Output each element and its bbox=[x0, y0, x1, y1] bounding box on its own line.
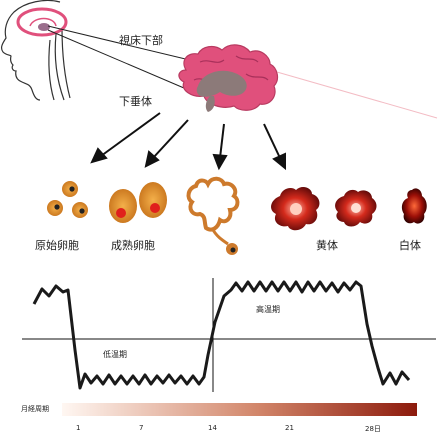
corpus-albicans bbox=[401, 188, 427, 224]
brain-in-head bbox=[16, 7, 68, 37]
pointer-lines bbox=[47, 25, 438, 119]
high-temperature-phase-label: 高温期 bbox=[256, 305, 280, 314]
corpus-luteum-late bbox=[335, 189, 377, 227]
day-tick-label: 7 bbox=[139, 424, 144, 432]
menstrual-cycle-label: 月経周期 bbox=[21, 405, 49, 413]
day-tick-label: 1 bbox=[76, 424, 81, 432]
corpus-luteum bbox=[271, 187, 320, 231]
ovulating-follicle bbox=[186, 176, 240, 255]
primordial-follicles bbox=[47, 181, 88, 218]
pituitary-label: 下垂体 bbox=[119, 95, 152, 108]
brain-illustration bbox=[178, 44, 279, 112]
stage-label-corpus-luteum: 黄体 bbox=[316, 239, 338, 252]
day-tick-label: 28日 bbox=[365, 425, 381, 433]
stage-label-corpus-albicans: 白体 bbox=[399, 239, 421, 252]
stage-label-mature-follicle: 成熟卵胞 bbox=[111, 239, 155, 252]
hypothalamus-label: 視床下部 bbox=[119, 34, 163, 47]
head-illustration bbox=[0, 0, 71, 101]
day-tick-label: 14 bbox=[208, 424, 217, 432]
arrows bbox=[90, 112, 286, 171]
menstrual-cycle-bar bbox=[62, 403, 417, 416]
temperature-chart bbox=[22, 278, 436, 392]
mature-follicles bbox=[109, 182, 167, 223]
low-temperature-phase-label: 低温期 bbox=[103, 350, 127, 359]
stage-label-primordial-follicle: 原始卵胞 bbox=[35, 239, 79, 252]
temperature-curve bbox=[32, 280, 411, 390]
day-tick-label: 21 bbox=[285, 424, 294, 432]
